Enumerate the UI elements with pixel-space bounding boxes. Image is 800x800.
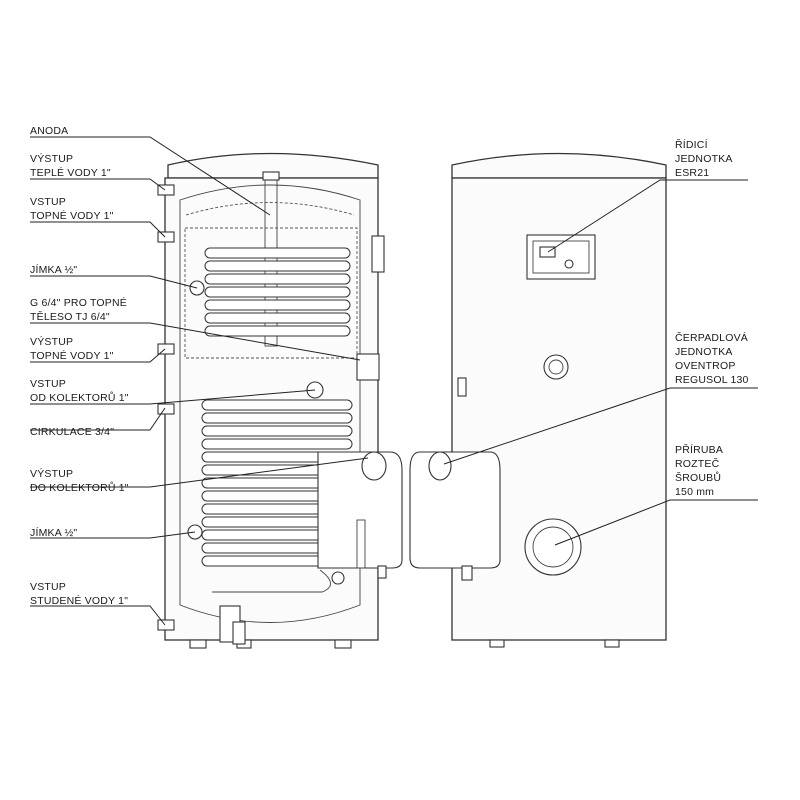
left-labels: ANODA VÝSTUP TEPLÉ VODY 1" VSTUP TOPNÉ V…: [30, 125, 130, 607]
label-vstup-topne-vody: VSTUP TOPNÉ VODY 1": [30, 196, 114, 222]
label-jimka-bottom: JÍMKA ½": [30, 526, 77, 539]
label-vystup-do-kolektoru: VÝSTUP DO KOLEKTORŮ 1": [30, 467, 129, 494]
label-vystup-topne-vody: VÝSTUP TOPNÉ VODY 1": [30, 335, 114, 362]
leader-lines: [30, 136, 758, 626]
left-tank-section: [157, 152, 403, 649]
label-cirkulace: CIRKULACE 3/4": [30, 426, 114, 438]
label-ridici-jednotka: ŘÍDICÍ JEDNOTKA ESR21: [675, 138, 735, 179]
label-vystup-teple-vody: VÝSTUP TEPLÉ VODY 1": [30, 152, 111, 179]
upper-heating-coil: [204, 247, 351, 337]
label-anoda: ANODA: [30, 125, 68, 137]
pump-station-left: [317, 451, 403, 569]
label-g-topne-teleso: G 6/4" PRO TOPNÉ TĚLESO TJ 6/4": [30, 296, 130, 323]
label-jimka-top: JÍMKA ½": [30, 263, 77, 276]
label-vstup-od-kolektoru: VSTUP OD KOLEKTORŮ 1": [30, 378, 129, 404]
label-cerpadlova-jednotka: ČERPADLOVÁ JEDNOTKA OVENTROP REGUSOL 130: [675, 331, 751, 386]
label-priruba: PŘÍRUBA ROZTEČ ŠROUBŮ 150 mm: [675, 443, 726, 498]
right-tank-exterior: [409, 152, 667, 648]
controller-esr21: [526, 234, 596, 280]
pump-station-right: [409, 451, 501, 569]
label-vstup-studene-vody: VSTUP STUDENÉ VODY 1": [30, 581, 128, 607]
right-labels: ŘÍDICÍ JEDNOTKA ESR21 ČERPADLOVÁ JEDNOTK…: [675, 138, 751, 498]
